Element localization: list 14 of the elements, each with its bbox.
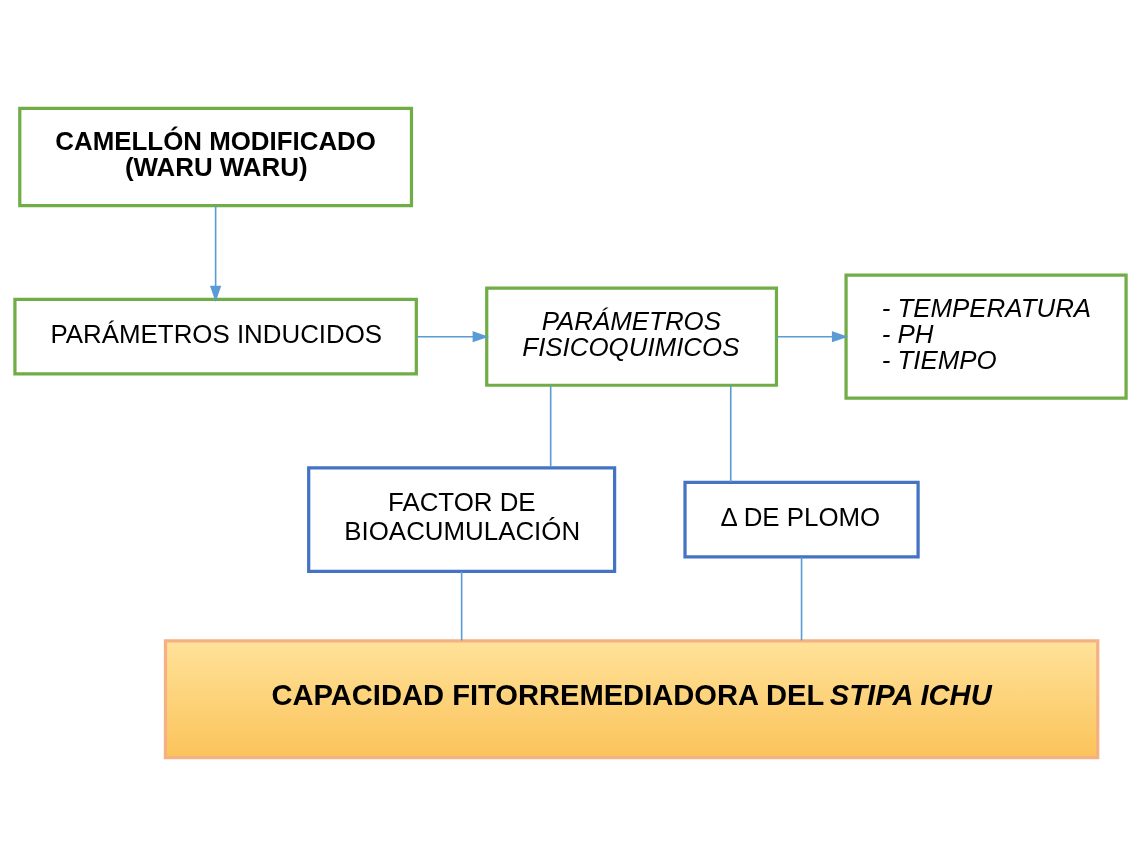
node-box: PARÁMETROS INDUCIDOS bbox=[13, 297, 418, 376]
connector bbox=[729, 384, 732, 483]
node-box: CAPACIDAD FITORREMEDIADORA DEL STIPA ICHU bbox=[163, 639, 1100, 760]
node-box: FACTOR DE BIOACUMULACIÓN bbox=[307, 466, 617, 573]
connector bbox=[800, 556, 803, 642]
node-box: Δ DE PLOMO bbox=[683, 480, 920, 559]
arrow bbox=[416, 331, 489, 343]
arrow bbox=[776, 331, 849, 343]
connector bbox=[549, 384, 552, 469]
node-box: PARÁMETROS FISICOQUIMICOS bbox=[485, 286, 779, 387]
connector bbox=[460, 570, 463, 642]
node-box: - TEMPERATURA - PH - TIEMPO bbox=[844, 273, 1128, 400]
arrow bbox=[209, 204, 222, 302]
node-box: CAMELLÓN MODIFICADO (WARU WARU) bbox=[18, 106, 414, 208]
